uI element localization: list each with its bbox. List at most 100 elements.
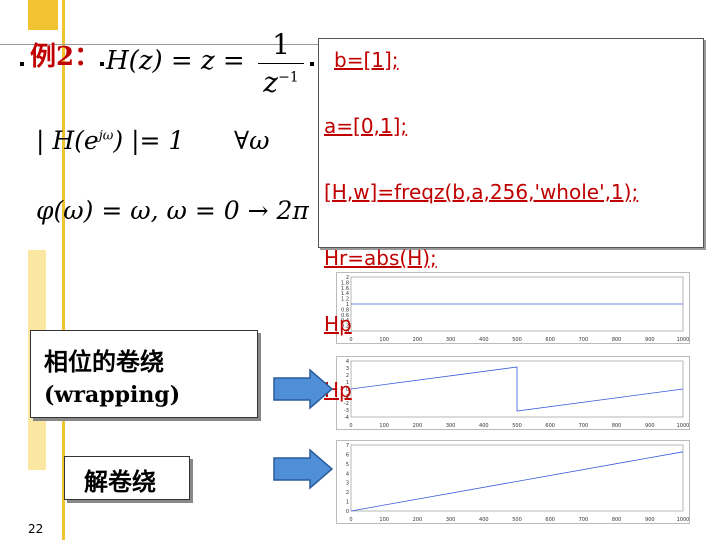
x-tick-label: 300	[446, 423, 456, 429]
x-tick-label: 1000	[677, 423, 689, 429]
x-tick-label: 700	[579, 423, 589, 429]
y-tick-label: -2	[344, 401, 349, 407]
code-line-4: Hr=abs(H);	[324, 246, 437, 270]
wrapping-label-cn: 相位的卷绕	[44, 348, 164, 376]
x-tick-label: 800	[612, 423, 622, 429]
decor-dot	[100, 62, 104, 66]
x-tick-label: 700	[579, 517, 589, 523]
x-tick-label: 500	[512, 517, 522, 523]
decor-dot	[20, 62, 24, 66]
x-tick-label: 100	[379, 337, 389, 343]
x-tick-label: 1000	[677, 337, 689, 343]
y-tick-label: 0.8	[341, 307, 349, 313]
x-tick-label: 300	[446, 517, 456, 523]
x-tick-label: 800	[612, 337, 622, 343]
decor-horizontal-line	[0, 44, 330, 45]
x-tick-label: 600	[545, 337, 555, 343]
magnitude-exp: jω	[98, 128, 114, 144]
y-tick-label: 6	[346, 452, 349, 458]
y-tick-label: 1	[346, 500, 349, 506]
code-line-5: Hp	[324, 312, 352, 336]
x-tick-label: 800	[612, 517, 622, 523]
y-tick-label: 1.8	[341, 280, 349, 286]
wrapping-box	[30, 330, 258, 418]
y-tick-label: 0	[346, 509, 349, 515]
x-tick-label: 600	[545, 423, 555, 429]
code-line-2: a=[0,1];	[324, 114, 408, 138]
y-tick-label: 4	[346, 359, 349, 365]
fraction-den-exp: −1	[278, 69, 299, 86]
x-tick-label: 300	[446, 337, 456, 343]
magnitude-lhs: | H(e	[36, 126, 99, 155]
x-tick-label: 100	[379, 423, 389, 429]
x-tick-label: 400	[479, 423, 489, 429]
y-tick-label: 1.6	[341, 286, 349, 292]
y-tick-label: 1	[346, 302, 349, 308]
y-tick-label: 2	[346, 490, 349, 496]
y-tick-label: 2	[346, 275, 349, 281]
y-tick-label: 2	[346, 373, 349, 379]
series-line	[350, 451, 684, 512]
magnitude-rhs: ) |= 1	[113, 126, 185, 155]
y-tick-label: 0.6	[341, 313, 349, 319]
y-tick-label: -3	[344, 408, 349, 414]
series-line	[350, 366, 684, 412]
plot-frame	[350, 444, 684, 512]
x-tick-label: 400	[479, 517, 489, 523]
fraction-bar	[258, 63, 304, 64]
wrapping-label-en: (wrapping)	[44, 382, 181, 408]
y-tick-label: -1	[344, 394, 349, 400]
equation-forall: ∀ω	[234, 126, 270, 155]
y-tick-label: 1	[346, 380, 349, 386]
fraction-numerator: 1	[272, 28, 290, 61]
y-tick-label: 1.2	[341, 297, 349, 303]
x-tick-label: 0	[349, 423, 352, 429]
fraction-denominator: z−1	[258, 66, 304, 99]
equation-fraction: 1 z−1	[258, 28, 304, 99]
x-tick-label: 600	[545, 517, 555, 523]
y-tick-label: 1.4	[341, 291, 349, 297]
y-tick-label: 7	[346, 443, 349, 449]
fraction-den-base: z	[263, 66, 279, 99]
decor-dot	[310, 62, 314, 66]
x-tick-label: 200	[413, 423, 423, 429]
slide-title: 例2：	[30, 42, 101, 72]
y-tick-label: 3	[346, 481, 349, 487]
right-arrow-icon	[273, 368, 334, 410]
x-tick-label: 0	[349, 337, 352, 343]
y-tick-label: 0.2	[341, 324, 349, 330]
x-tick-label: 400	[479, 337, 489, 343]
unwrap-label: 解卷绕	[84, 468, 156, 496]
equation-phase: φ(ω) = ω, ω = 0 → 2π	[36, 196, 309, 225]
decor-vertical-line	[62, 0, 65, 540]
y-tick-label: 0.4	[341, 318, 349, 324]
x-tick-label: 500	[512, 337, 522, 343]
y-tick-label: 0	[346, 329, 349, 335]
y-tick-label: 5	[346, 462, 349, 468]
page-number: 22	[28, 522, 44, 536]
code-line-3: [H,w]=freqz(b,a,256,'whole',1);	[324, 180, 639, 204]
equation-hz: H(z) = z =	[106, 46, 245, 76]
x-tick-label: 500	[512, 423, 522, 429]
equation-magnitude: | H(ejω) |= 1	[36, 126, 184, 155]
x-tick-label: 900	[645, 337, 655, 343]
unwrap-box	[64, 456, 190, 500]
x-tick-label: 0	[349, 517, 352, 523]
code-box	[318, 38, 704, 248]
x-tick-label: 100	[379, 517, 389, 523]
y-tick-label: 4	[346, 471, 349, 477]
decor-square	[28, 0, 58, 30]
y-tick-label: 3	[346, 366, 349, 372]
x-tick-label: 1000	[677, 517, 689, 523]
y-tick-label: -4	[344, 415, 349, 421]
y-tick-label: 0	[346, 387, 349, 393]
x-tick-label: 200	[413, 337, 423, 343]
x-tick-label: 700	[579, 337, 589, 343]
right-arrow-icon	[273, 448, 334, 490]
